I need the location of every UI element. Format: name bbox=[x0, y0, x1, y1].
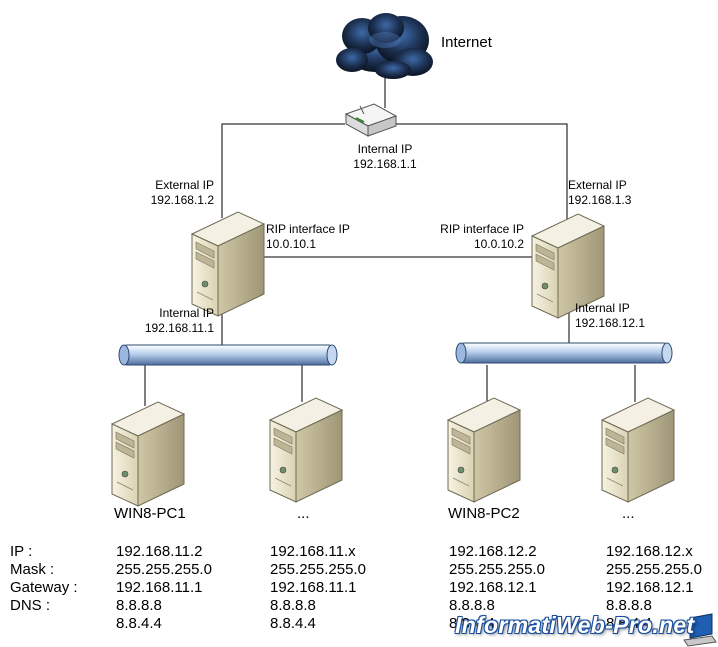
router-right-server-link bbox=[395, 123, 568, 230]
mask-row-label: Mask : bbox=[10, 561, 55, 578]
right-external-ip: 192.168.1.3 bbox=[568, 193, 632, 207]
ip-row-label: IP : bbox=[10, 543, 33, 560]
left-server-icon bbox=[191, 211, 265, 317]
client-ip: 192.168.12.2 bbox=[449, 543, 537, 560]
right-external-label: External IP bbox=[568, 178, 627, 192]
left-network-bus bbox=[118, 344, 338, 366]
client-name: WIN8-PC2 bbox=[448, 505, 520, 522]
router-icon bbox=[344, 103, 398, 137]
left-external-label: External IP bbox=[155, 178, 214, 192]
router-left-server-link bbox=[221, 123, 345, 218]
router-internal-label: Internal IP bbox=[357, 142, 413, 156]
client-mask: 255.255.255.0 bbox=[270, 561, 366, 578]
client-name: ... bbox=[622, 505, 635, 522]
router-internal-ip: 192.168.1.1 bbox=[353, 157, 417, 171]
client-name: ... bbox=[297, 505, 310, 522]
client-mask: 255.255.255.0 bbox=[449, 561, 545, 578]
watermark-laptop-icon bbox=[683, 613, 717, 647]
client-name: WIN8-PC1 bbox=[114, 505, 186, 522]
watermark: InformatiWeb-Pro.net bbox=[455, 612, 695, 638]
client-gateway: 192.168.12.1 bbox=[449, 579, 537, 596]
client-dns1: 8.8.8.8 bbox=[606, 597, 652, 614]
left-external-ip: 192.168.1.2 bbox=[150, 193, 214, 207]
right-rip-ip: 10.0.10.2 bbox=[473, 237, 524, 251]
client-dns1: 8.8.8.8 bbox=[116, 597, 162, 614]
client-mask: 255.255.255.0 bbox=[606, 561, 702, 578]
client-pc-icon bbox=[601, 397, 675, 503]
client-mask: 255.255.255.0 bbox=[116, 561, 212, 578]
internet-cloud-icon bbox=[336, 13, 433, 79]
client-ip: 192.168.11.2 bbox=[116, 543, 203, 560]
client-pc-icon bbox=[269, 397, 343, 503]
client-dns2: 8.8.4.4 bbox=[116, 615, 162, 632]
client-dns2: 8.8.4.4 bbox=[449, 615, 495, 632]
client-ip: 192.168.12.x bbox=[606, 543, 693, 560]
client-ip: 192.168.11.x bbox=[270, 543, 356, 560]
left-internal-ip: 192.168.11.1 bbox=[144, 321, 214, 335]
client-dns2: 8.8.4.4 bbox=[270, 615, 316, 632]
client-pc-icon bbox=[111, 401, 185, 507]
right-internal-label: Internal IP bbox=[575, 301, 630, 315]
left-rip-label: RIP interface IP bbox=[266, 222, 350, 236]
client-dns2: 8.8.4.4 bbox=[606, 615, 652, 632]
gateway-row-label: Gateway : bbox=[10, 579, 78, 596]
client-dns1: 8.8.8.8 bbox=[449, 597, 495, 614]
right-internal-ip: 192.168.12.1 bbox=[575, 316, 646, 330]
dns-row-label: DNS : bbox=[10, 597, 51, 614]
left-rip-ip: 10.0.10.1 bbox=[266, 237, 317, 251]
client-gateway: 192.168.12.1 bbox=[606, 579, 694, 596]
right-rip-label: RIP interface IP bbox=[440, 222, 524, 236]
client-pc-icon bbox=[447, 397, 521, 503]
right-network-bus bbox=[455, 342, 673, 364]
left-internal-label: Internal IP bbox=[159, 306, 214, 320]
client-gateway: 192.168.11.1 bbox=[116, 579, 203, 596]
internet-label: Internet bbox=[441, 34, 492, 51]
client-dns1: 8.8.8.8 bbox=[270, 597, 316, 614]
client-gateway: 192.168.11.1 bbox=[270, 579, 357, 596]
